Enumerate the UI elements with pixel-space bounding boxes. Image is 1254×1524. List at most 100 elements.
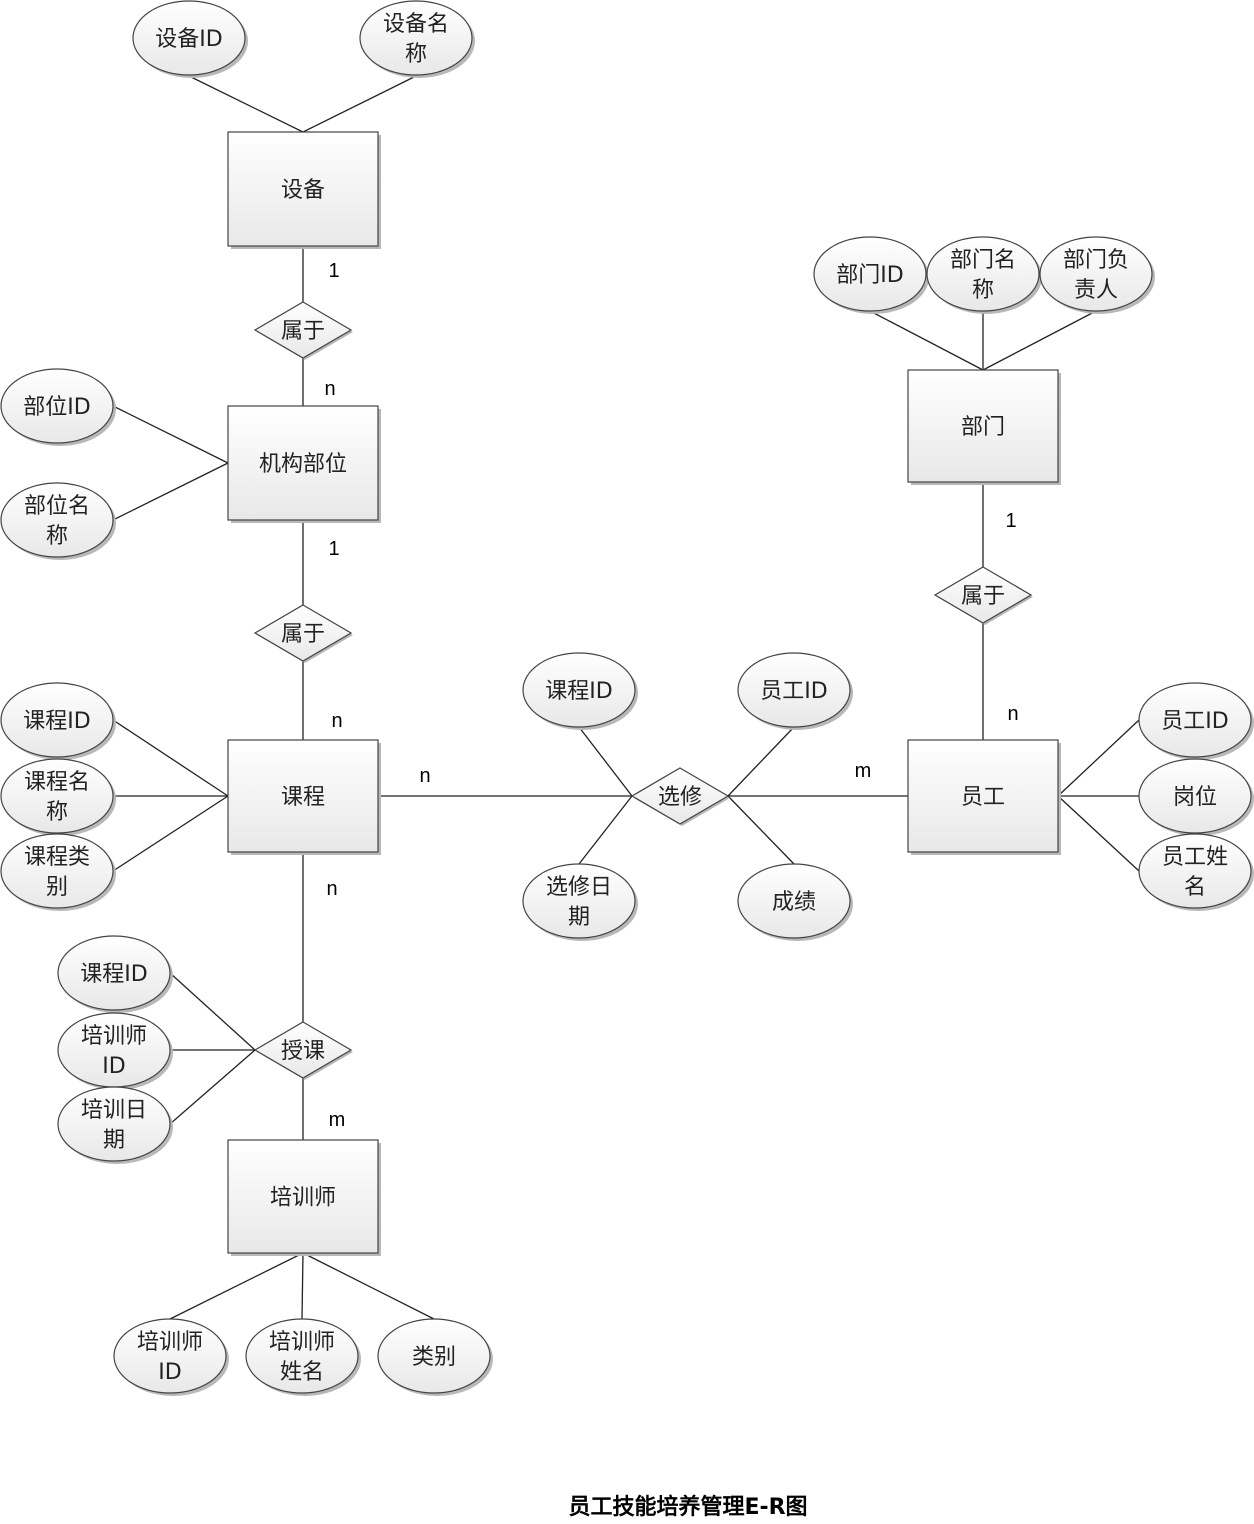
attribute-ellipse xyxy=(1138,682,1252,758)
connector-line xyxy=(302,75,417,133)
cardinality-c9: 1 xyxy=(1005,510,1016,532)
attribute-ellipse xyxy=(113,1318,227,1394)
attribute-c_id-label-line: 课程ID xyxy=(23,709,90,734)
cardinality-c6: m xyxy=(855,760,872,782)
attribute-ellipse xyxy=(1138,758,1252,834)
attribute-ellipse xyxy=(359,0,473,76)
attribute-ellipse xyxy=(1138,833,1252,909)
connector-line xyxy=(169,1252,304,1320)
attribute-ellipse xyxy=(57,935,171,1011)
attribute-ellipse xyxy=(0,682,114,758)
connector-line xyxy=(112,795,229,872)
attribute-unit_id-label-line: 部位ID xyxy=(23,395,90,420)
attribute-ellipse xyxy=(813,236,927,312)
attribute-t_tid-label-line: 培训师 xyxy=(81,1024,147,1049)
relationship-diamond xyxy=(253,301,353,359)
entity-unit-label-line: 机构部位 xyxy=(259,452,347,477)
attribute-t_date-label-line: 期 xyxy=(103,1128,125,1153)
connector-line xyxy=(727,726,795,797)
attribute-ellipse xyxy=(0,368,114,444)
relationship-belong2-label-line: 属于 xyxy=(281,622,325,647)
attribute-s_date-label-line: 选修日 xyxy=(546,875,612,900)
cardinality-c5: n xyxy=(419,765,430,787)
connector-line xyxy=(578,726,633,797)
connector-line xyxy=(982,310,1097,371)
attribute-dev_id: 设备ID xyxy=(132,0,248,78)
entity-box xyxy=(227,739,379,853)
connector-line xyxy=(578,795,633,865)
attribute-t_cid: 课程ID xyxy=(57,935,173,1013)
entity-unit: 机构部位 xyxy=(227,405,381,523)
relationship-belong1-label-line: 属于 xyxy=(281,319,325,344)
cardinality-c1: 1 xyxy=(328,260,339,282)
attribute-c_type-label-line: 别 xyxy=(46,875,68,900)
attribute-ellipse xyxy=(0,482,114,558)
entity-device-label-line: 设备 xyxy=(281,178,325,203)
relationship-diamond xyxy=(630,767,730,825)
connector-line xyxy=(112,405,229,464)
attribute-d_head-label-line: 部门负 xyxy=(1063,248,1129,273)
attribute-unit_name-label-line: 称 xyxy=(46,524,68,549)
attribute-ellipse xyxy=(737,652,851,728)
cardinality-c3: 1 xyxy=(328,538,339,560)
attribute-ellipse xyxy=(522,863,636,939)
relationship-diamond xyxy=(253,1021,353,1079)
entity-dept: 部门 xyxy=(907,369,1061,485)
attribute-s_cid: 课程ID xyxy=(522,652,638,730)
attribute-ellipse xyxy=(522,652,636,728)
connector-line xyxy=(301,1252,304,1320)
attribute-e_post-label-line: 岗位 xyxy=(1173,785,1217,810)
attribute-tr_type-label-line: 类别 xyxy=(412,1345,456,1370)
attribute-unit_id: 部位ID xyxy=(0,368,116,446)
entity-trainer-label-line: 培训师 xyxy=(270,1186,336,1211)
attribute-ellipse xyxy=(0,758,114,834)
attribute-ellipse xyxy=(926,236,1040,312)
connector-line xyxy=(169,1049,256,1125)
diagram-title: 员工技能培养管理E-R图 xyxy=(568,1494,807,1520)
entity-box xyxy=(907,369,1059,483)
cardinality-c7: n xyxy=(326,878,337,900)
attribute-ellipse xyxy=(0,833,114,909)
entity-box xyxy=(227,405,379,521)
attribute-ellipse xyxy=(245,1318,359,1394)
attribute-s_eid-label-line: 员工ID xyxy=(760,679,827,704)
attribute-c_type-label-line: 课程类 xyxy=(24,845,90,870)
connector-line xyxy=(1057,719,1140,797)
connector-line xyxy=(112,462,229,521)
relationship-diamond xyxy=(933,566,1033,624)
entity-course-label-line: 课程 xyxy=(281,785,325,810)
cardinality-c10: n xyxy=(1007,703,1018,725)
shapes: 设备机构部位课程培训师部门员工属于属于属于选修授课设备ID设备名称部位ID部位名… xyxy=(0,0,1254,1396)
attribute-t_date-label-line: 培训日 xyxy=(81,1098,147,1123)
attribute-d_name-label-line: 称 xyxy=(972,278,994,303)
attribute-c_id: 课程ID xyxy=(0,682,116,760)
attribute-tr_id-label-line: 培训师 xyxy=(137,1330,203,1355)
relationship-teach-label-line: 授课 xyxy=(281,1039,325,1064)
attribute-c_name-label-line: 课程名 xyxy=(24,770,90,795)
entity-dept-label-line: 部门 xyxy=(961,415,1005,440)
cardinality-c8: m xyxy=(329,1109,346,1131)
attribute-tr_type: 类别 xyxy=(377,1318,493,1396)
attribute-s_score-label-line: 成绩 xyxy=(772,890,816,915)
connector-line xyxy=(302,1252,435,1320)
connector-line xyxy=(1057,795,1140,872)
entity-employee: 员工 xyxy=(907,739,1061,855)
attribute-s_eid: 员工ID xyxy=(737,652,853,730)
connector-line xyxy=(188,75,304,133)
attribute-s_cid-label-line: 课程ID xyxy=(545,679,612,704)
connector-line xyxy=(869,310,984,371)
relationship-belong3: 属于 xyxy=(933,566,1033,625)
attribute-e_post: 岗位 xyxy=(1138,758,1254,836)
attribute-ellipse xyxy=(1039,236,1153,312)
attribute-dev_name-label-line: 称 xyxy=(405,42,427,67)
attribute-unit_name-label-line: 部位名 xyxy=(24,494,90,519)
attribute-t_cid-label-line: 课程ID xyxy=(80,962,147,987)
relationship-belong2: 属于 xyxy=(253,604,353,663)
